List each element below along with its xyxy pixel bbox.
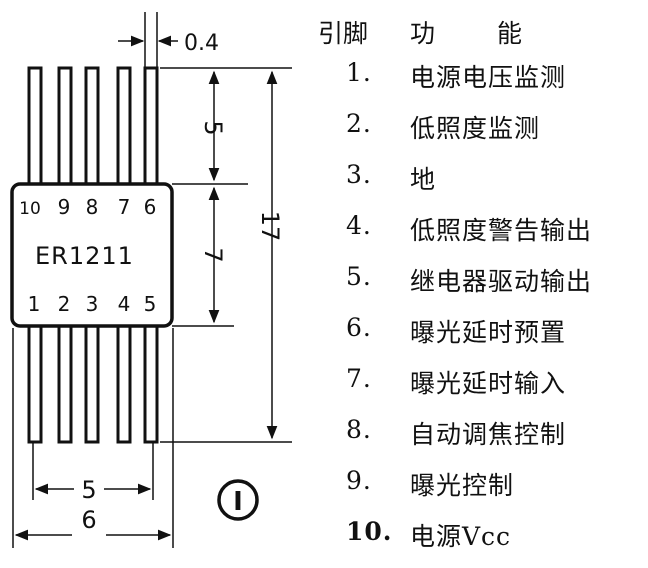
pin-function: 低照度警告输出 xyxy=(410,216,593,245)
lead-top-6 xyxy=(143,66,159,190)
lead-top-9 xyxy=(57,66,73,190)
pin-number: 4. xyxy=(346,211,372,240)
dim-pin-span xyxy=(32,442,154,500)
pin-number: 3. xyxy=(346,160,372,189)
pin-row-4: 4. 低照度警告输出 xyxy=(318,211,643,262)
lead-bottom-2 xyxy=(57,318,73,444)
figure-marker-label: I xyxy=(233,487,243,517)
dim-lead-length-label: 5 xyxy=(199,120,227,135)
pin-table-header: 引脚 功 能 xyxy=(318,14,643,58)
pin-number: 1. xyxy=(346,58,372,87)
pin-function: 自动调焦控制 xyxy=(410,420,567,449)
pin-function: 曝光延时预置 xyxy=(410,318,567,347)
pin-label-6: 6 xyxy=(144,195,157,219)
dim-body-height-label: 7 xyxy=(199,247,227,262)
pin-row-5: 5. 继电器驱动输出 xyxy=(318,262,643,313)
pin-row-9: 9. 曝光控制 xyxy=(318,466,643,517)
pin-label-4: 4 xyxy=(118,292,131,316)
pin-number: 6. xyxy=(346,313,372,342)
pin-number: 7. xyxy=(346,364,372,393)
lead-bottom-1 xyxy=(27,318,43,444)
pin-row-10: 10. 电源Vcc xyxy=(318,517,643,568)
chip-name: ER1211 xyxy=(35,242,134,270)
lead-bottom-5 xyxy=(143,318,159,444)
lead-bottom-4 xyxy=(116,318,132,444)
pin-row-2: 2. 低照度监测 xyxy=(318,109,643,160)
pin-leads xyxy=(27,66,159,444)
dim-pin-span-label: 5 xyxy=(81,476,96,504)
pin-label-8: 8 xyxy=(86,195,99,219)
chip-body xyxy=(10,182,174,328)
lead-bottom-3 xyxy=(84,318,100,444)
pin-label-9: 9 xyxy=(58,195,71,219)
pin-row-7: 7. 曝光延时输入 xyxy=(318,364,643,415)
pin-number: 10. xyxy=(346,517,393,546)
extension-lines xyxy=(160,67,292,443)
pin-row-6: 6. 曝光延时预置 xyxy=(318,313,643,364)
dim-lead-width xyxy=(118,12,178,68)
pin-label-7: 7 xyxy=(118,195,131,219)
pin-label-10: 10 xyxy=(19,199,41,219)
lead-top-8 xyxy=(84,66,100,190)
lead-top-10 xyxy=(27,66,43,190)
pin-function: 曝光控制 xyxy=(410,471,515,500)
pin-function: 电源Vcc xyxy=(410,522,512,551)
pin-number: 9. xyxy=(346,466,372,495)
pin-function: 曝光延时输入 xyxy=(410,369,567,398)
lead-top-7 xyxy=(116,66,132,190)
pin-function-table: 引脚 功 能 1. 电源电压监测 2. 低照度监测 3. 地 4. 低照度警告输… xyxy=(318,14,643,568)
pin-function: 地 xyxy=(410,165,437,194)
pin-function: 低照度监测 xyxy=(410,114,541,143)
figure-marker-circle xyxy=(217,479,259,521)
pin-label-2: 2 xyxy=(58,292,71,316)
pin-label-5: 5 xyxy=(144,292,157,316)
pin-function: 继电器驱动输出 xyxy=(410,267,593,296)
header-pin: 引脚 xyxy=(318,19,369,48)
pin-number: 5. xyxy=(346,262,372,291)
pin-function: 电源电压监测 xyxy=(410,63,567,92)
dim-overall-height-label: 17 xyxy=(256,211,284,242)
pin-label-3: 3 xyxy=(86,292,99,316)
pin-number: 8. xyxy=(346,415,372,444)
dim-overall-width xyxy=(12,328,174,548)
dim-lead-width-label: 0.4 xyxy=(184,31,219,56)
pin-row-3: 3. 地 xyxy=(318,160,643,211)
pin-label-1: 1 xyxy=(28,292,41,316)
dim-overall-width-label: 6 xyxy=(81,506,96,534)
pin-number: 2. xyxy=(346,109,372,138)
pin-row-1: 1. 电源电压监测 xyxy=(318,58,643,109)
pin-row-8: 8. 自动调焦控制 xyxy=(318,415,643,466)
header-function: 功 能 xyxy=(410,19,527,48)
